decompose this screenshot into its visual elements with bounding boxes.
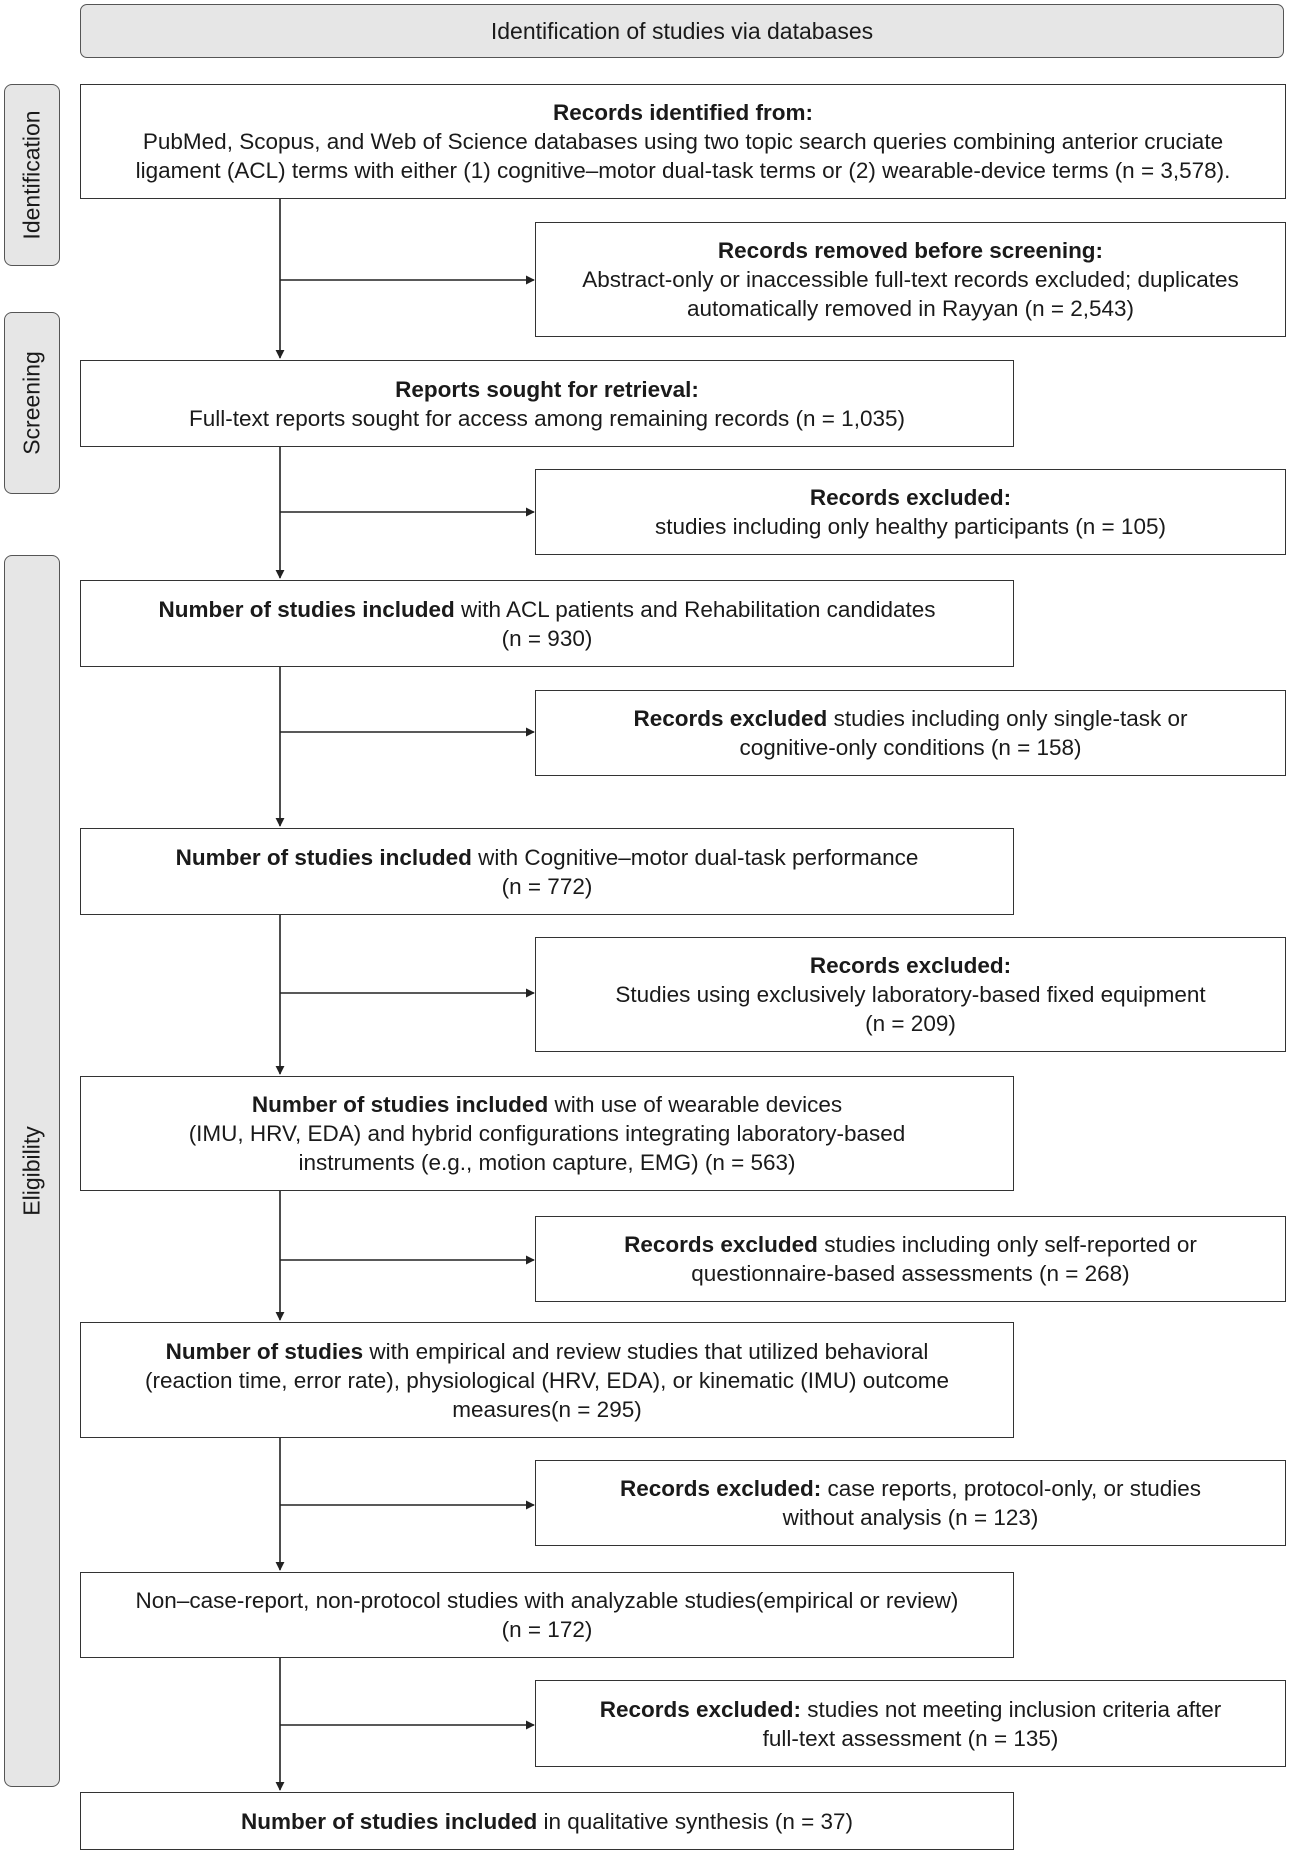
excluded-single-task-text: studies including only single-task or	[827, 706, 1188, 731]
records-identified-line1: PubMed, Scopus, and Web of Science datab…	[142, 129, 1224, 154]
removed-before-screening-box: Records removed before screening: Abstra…	[535, 222, 1286, 337]
included-wearable-heading: Number of studies included	[251, 1092, 549, 1117]
phase-screening: Screening	[4, 312, 60, 494]
final-included-text: in qualitative synthesis (n = 37)	[537, 1808, 854, 1834]
studies-outcomes-heading: Number of studies	[165, 1338, 364, 1364]
studies-outcomes-box: Number of studies with empirical and rev…	[80, 1322, 1014, 1438]
excluded-single-task-line2: cognitive-only conditions (n = 158)	[739, 735, 1082, 760]
records-identified-heading: Records identified from:	[552, 100, 814, 125]
header-title: Identification of studies via databases	[490, 17, 874, 44]
included-acl-text: with ACL patients and Rehabilitation can…	[454, 596, 936, 622]
included-wearable-line3: instruments (e.g., motion capture, EMG) …	[298, 1150, 796, 1175]
excluded-lab-line1: Studies using exclusively laboratory-bas…	[615, 982, 1206, 1007]
removed-before-screening-line1: Abstract-only or inaccessible full-text …	[582, 267, 1239, 292]
excluded-single-task-box: Records excluded studies including only …	[535, 690, 1286, 776]
excluded-case-reports-line2: without analysis (n = 123)	[782, 1505, 1039, 1530]
included-dual-task-box: Number of studies included with Cognitiv…	[80, 828, 1014, 915]
excluded-self-report-box: Records excluded studies including only …	[535, 1216, 1286, 1302]
excluded-lab-heading: Records excluded:	[809, 953, 1012, 978]
included-dual-task-text: with Cognitive–motor dual-task performan…	[471, 844, 919, 870]
phase-identification: Identification	[4, 84, 60, 266]
excluded-lab-box: Records excluded: Studies using exclusiv…	[535, 937, 1286, 1052]
removed-before-screening-line2: automatically removed in Rayyan (n = 2,5…	[686, 296, 1135, 321]
included-dual-task-heading: Number of studies included	[175, 844, 472, 870]
final-included-heading: Number of studies included	[240, 1808, 538, 1834]
excluded-lab-line2: (n = 209)	[865, 1011, 956, 1036]
excluded-self-report-heading: Records excluded	[624, 1232, 818, 1257]
excluded-self-report-line2: questionnaire-based assessments (n = 268…	[691, 1261, 1130, 1286]
excluded-case-reports-box: Records excluded: case reports, protocol…	[535, 1460, 1286, 1546]
removed-before-screening-heading: Records removed before screening:	[717, 238, 1104, 263]
reports-sought-line1: Full-text reports sought for access amon…	[189, 405, 905, 431]
reports-sought-heading: Reports sought for retrieval:	[395, 376, 699, 402]
excluded-case-reports-text: case reports, protocol-only, or studies	[821, 1476, 1202, 1501]
included-wearable-line2: (IMU, HRV, EDA) and hybrid configuration…	[188, 1121, 906, 1146]
reports-sought-box: Reports sought for retrieval: Full-text …	[80, 360, 1014, 447]
excluded-inclusion-box: Records excluded: studies not meeting in…	[535, 1680, 1286, 1767]
phase-eligibility: Eligibility	[4, 555, 60, 1787]
final-included-box: Number of studies included in qualitativ…	[80, 1792, 1014, 1850]
included-wearable-text: with use of wearable devices	[548, 1092, 843, 1117]
studies-outcomes-line3: measures(n = 295)	[452, 1396, 642, 1422]
included-dual-task-count: (n = 772)	[501, 873, 593, 899]
excluded-healthy-heading: Records excluded:	[809, 485, 1012, 510]
non-case-report-box: Non–case-report, non-protocol studies wi…	[80, 1572, 1014, 1658]
non-case-report-line1: Non–case-report, non-protocol studies wi…	[135, 1588, 959, 1613]
included-acl-box: Number of studies included with ACL pati…	[80, 580, 1014, 667]
included-acl-heading: Number of studies included	[158, 596, 455, 622]
studies-outcomes-line2: (reaction time, error rate), physiologic…	[144, 1367, 949, 1393]
excluded-healthy-box: Records excluded: studies including only…	[535, 469, 1286, 555]
records-identified-box: Records identified from: PubMed, Scopus,…	[80, 84, 1286, 199]
excluded-case-reports-heading: Records excluded:	[619, 1476, 822, 1501]
excluded-self-report-text: studies including only self-reported or	[817, 1232, 1197, 1257]
studies-outcomes-text: with empirical and review studies that u…	[363, 1338, 929, 1364]
excluded-inclusion-heading: Records excluded:	[599, 1696, 802, 1722]
diagram-header: Identification of studies via databases	[80, 4, 1284, 58]
records-identified-line2: ligament (ACL) terms with either (1) cog…	[135, 158, 1231, 183]
excluded-inclusion-line2: full-text assessment (n = 135)	[762, 1725, 1059, 1751]
excluded-inclusion-text: studies not meeting inclusion criteria a…	[801, 1696, 1222, 1722]
included-acl-count: (n = 930)	[501, 625, 593, 651]
included-wearable-box: Number of studies included with use of w…	[80, 1076, 1014, 1191]
non-case-report-count: (n = 172)	[501, 1617, 593, 1642]
excluded-single-task-heading: Records excluded	[633, 706, 828, 731]
excluded-healthy-line1: studies including only healthy participa…	[655, 514, 1166, 539]
